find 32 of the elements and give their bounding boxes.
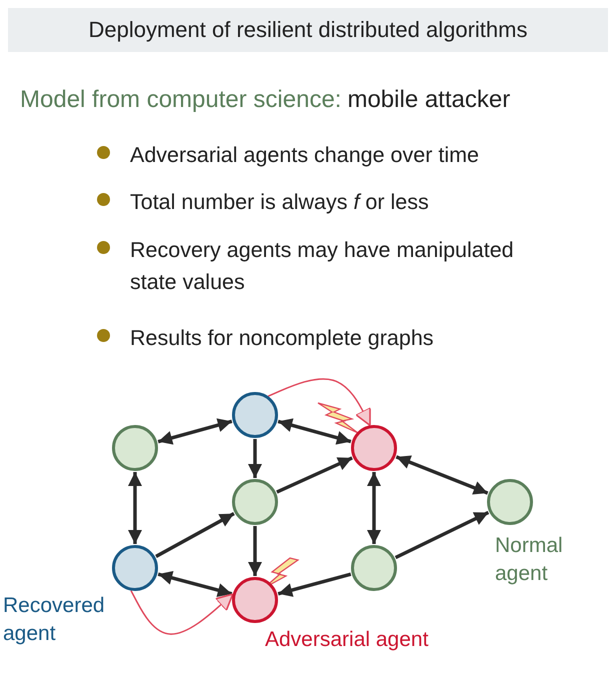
arrow [276,456,353,494]
agent-circle [112,545,158,591]
arrow [367,472,381,544]
agent-circle [232,479,278,525]
arrow [128,472,142,544]
arrow [155,512,235,558]
bullet-text: Recovery agents may have manipulated state values [130,237,515,296]
agent-circle [351,425,397,471]
agent-type-label: Recovered agent [3,593,106,647]
subtitle-text: Model from computer science: [20,86,342,113]
arrow [278,418,352,445]
arrow [158,418,232,445]
arrow [248,439,262,478]
title-banner: Deployment of resilient distributed algorithms [8,8,608,52]
arrow [394,510,490,560]
arrow [248,526,262,576]
bullet-text: Adversarial agents change over time [130,142,480,169]
curved-arrow [268,378,371,426]
agent-circle [112,425,158,471]
agent-type-label: Normal agent [495,533,564,587]
bullet-text: Results for noncomplete graphs [130,325,435,352]
agent-circle [487,479,533,525]
arrow [396,455,488,495]
subtitle-text: mobile attacker [347,86,510,113]
agent-circle [232,392,278,438]
curved-arrow [130,590,234,635]
arrow [278,572,352,597]
agent-circle [351,545,397,591]
bullet-text: Total number is always f or less [130,189,430,216]
agent-type-label: Adversarial agent [265,627,430,653]
arrow [158,571,232,597]
agent-circle [232,577,278,623]
